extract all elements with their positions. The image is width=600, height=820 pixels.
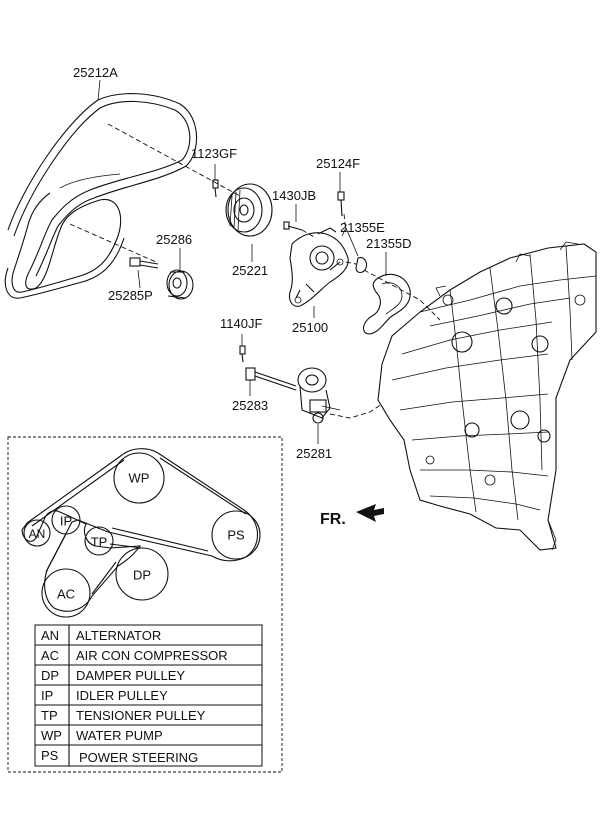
damper-circle	[115, 547, 169, 601]
label-1123gf: 1123GF	[191, 146, 237, 161]
routing-label-ip: IP	[60, 514, 72, 529]
gasket-21355e[interactable]	[355, 257, 368, 274]
legend-name: TENSIONER PULLEY	[76, 708, 206, 723]
label-25281: 25281	[296, 446, 332, 461]
legend-table: AN ALTERNATOR AC AIR CON COMPRESSOR DP D…	[34, 624, 263, 767]
water-pump-25100[interactable]	[288, 227, 349, 307]
bolt-1430jb[interactable]	[283, 221, 303, 231]
front-direction-label: FR.	[320, 511, 346, 528]
legend-name: AIR CON COMPRESSOR	[76, 648, 228, 663]
power-steering-circle	[211, 510, 261, 560]
bolt-1123gf[interactable]	[212, 179, 219, 198]
belt-routing-box: WP PS AN IP TP DP AC	[7, 436, 283, 773]
routing-label-dp: DP	[133, 568, 151, 583]
leader-lines	[69, 79, 441, 444]
serpentine-belt[interactable]	[4, 93, 198, 299]
ac-circle	[41, 568, 91, 618]
front-direction-arrow	[356, 504, 384, 522]
label-1430jb: 1430JB	[272, 188, 316, 203]
legend-name: POWER STEERING	[79, 750, 198, 765]
legend-code: DP	[41, 668, 59, 683]
routing-label-tp: TP	[91, 535, 108, 550]
idler-pulley-25286[interactable]	[166, 269, 194, 300]
bolt-25285p[interactable]	[129, 257, 159, 269]
label-25283: 25283	[232, 398, 268, 413]
legend-code: TP	[41, 708, 58, 723]
legend-name: IDLER PULLEY	[76, 688, 168, 703]
alternator-circle	[23, 519, 51, 547]
routing-label-ac: AC	[57, 587, 75, 602]
stud-25124f[interactable]	[337, 191, 345, 217]
label-1140jf: 1140JF	[220, 316, 262, 331]
water-pump-circle	[113, 452, 165, 504]
label-25124f: 25124F	[316, 156, 360, 171]
idler-circle	[51, 505, 81, 535]
pulley-25221[interactable]	[225, 183, 273, 237]
label-21355d: 21355D	[366, 236, 412, 251]
engine-block	[377, 241, 597, 551]
label-25100: 25100	[292, 320, 328, 335]
tensioner-25281[interactable]	[297, 367, 341, 424]
legend-code: AN	[41, 628, 59, 643]
legend-name: ALTERNATOR	[76, 628, 161, 643]
tensioner-circle	[84, 526, 114, 556]
legend-code: PS	[41, 748, 59, 763]
legend-name: WATER PUMP	[76, 728, 163, 743]
bolt-1140jf[interactable]	[239, 345, 246, 363]
routing-label-ps: PS	[227, 528, 245, 543]
label-25221: 25221	[232, 263, 268, 278]
label-25212a: 25212A	[73, 65, 118, 80]
legend-code: AC	[41, 648, 59, 663]
gasket-21355d[interactable]	[362, 273, 411, 335]
routing-label-an: AN	[29, 527, 46, 541]
legend-code: IP	[41, 688, 53, 703]
label-25286: 25286	[156, 232, 192, 247]
legend-name: DAMPER PULLEY	[76, 668, 185, 683]
bolt-25283[interactable]	[245, 367, 297, 391]
label-25285p: 25285P	[108, 288, 153, 303]
legend-code: WP	[41, 728, 62, 743]
label-21355e: 21355E	[340, 220, 385, 235]
routing-label-wp: WP	[129, 471, 150, 486]
